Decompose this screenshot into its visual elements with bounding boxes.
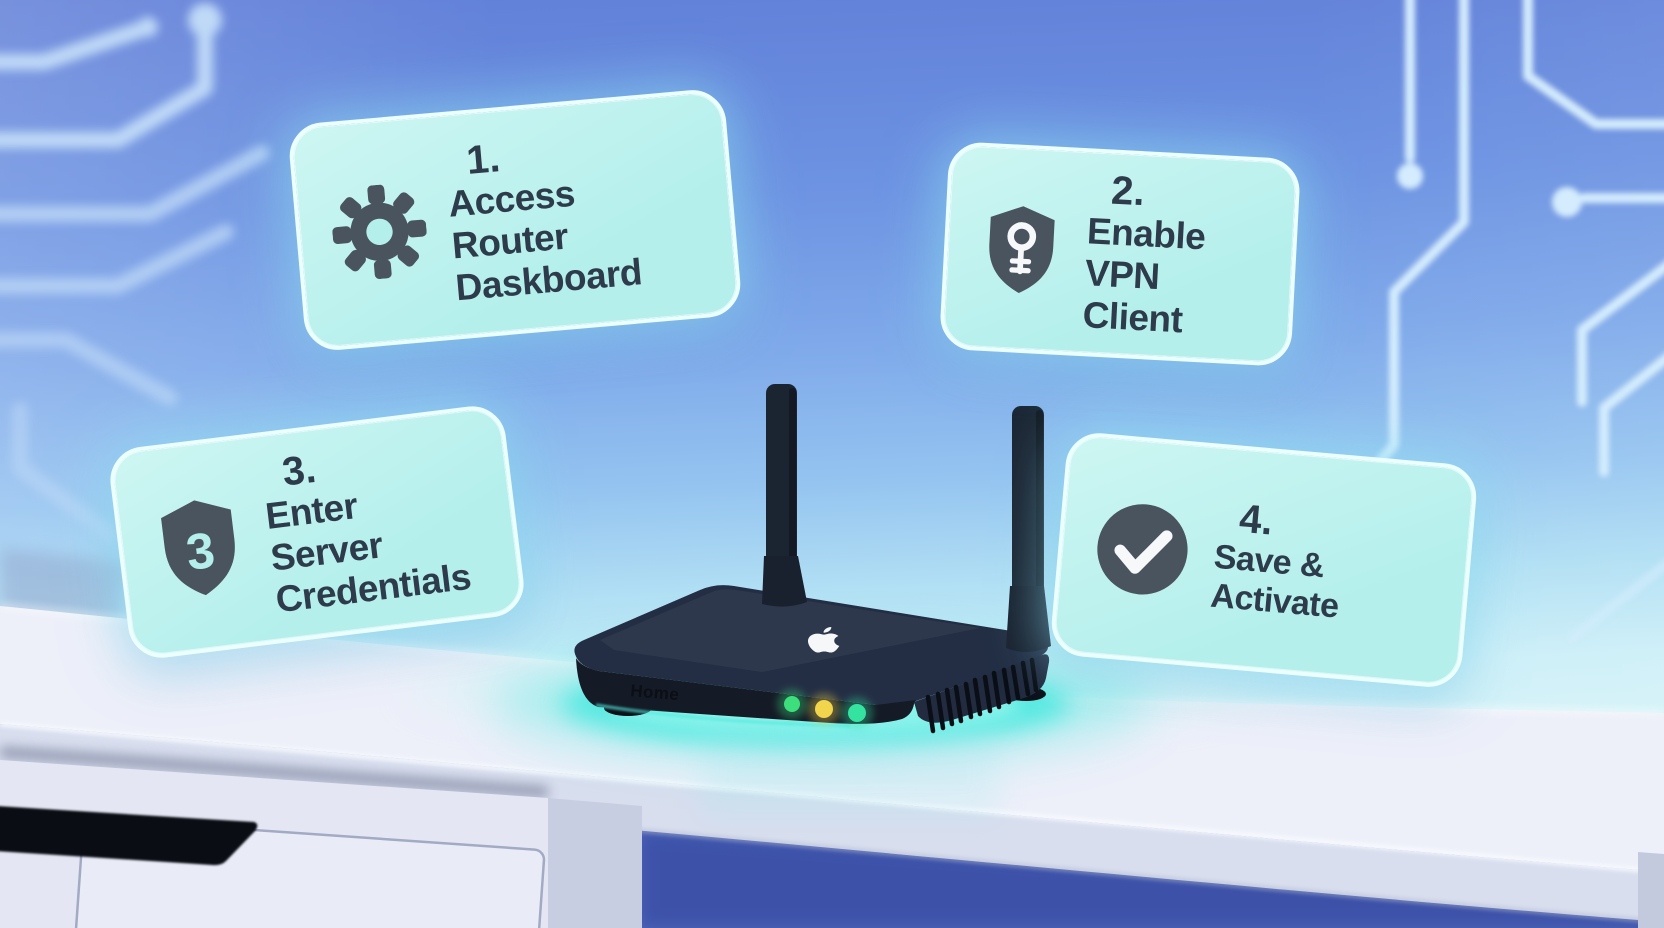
desk-leg: [1638, 852, 1664, 928]
status-led-2: [815, 700, 833, 718]
step-card-3: 3 3. Enter Server Credentials: [106, 402, 528, 662]
shield-number-icon: 3: [160, 499, 235, 595]
step-card-4: 4. Save & Activate: [1049, 430, 1479, 690]
antenna-right: [1006, 406, 1051, 653]
desk-cabinet: [0, 747, 642, 928]
apple-logo-icon: [807, 626, 840, 653]
step-card-1: 1. Access Router Daskboard: [286, 87, 744, 353]
router: Home: [574, 384, 1051, 734]
step-title: Access Router Daskboard: [446, 172, 644, 309]
check-circle-icon: [1097, 504, 1188, 595]
gear-icon: [332, 184, 427, 280]
circuit-traces-left: [0, 3, 270, 542]
shield-key-icon: [989, 206, 1055, 294]
antenna-left: [762, 384, 807, 607]
step-title: Enable VPN Client: [1081, 210, 1207, 341]
step-title: Enter Server Credentials: [263, 484, 474, 621]
status-led-1: [784, 696, 800, 712]
drawer-handle-notch: [0, 806, 258, 866]
router-status-leds: [777, 689, 873, 729]
drawer-front: [72, 817, 546, 928]
router-vent-panel: [914, 654, 1050, 734]
step-card-2: 2. Enable VPN Client: [938, 140, 1302, 368]
shield-number-label: 3: [183, 520, 218, 580]
router-label: Home: [630, 681, 680, 704]
status-led-3: [848, 704, 866, 722]
